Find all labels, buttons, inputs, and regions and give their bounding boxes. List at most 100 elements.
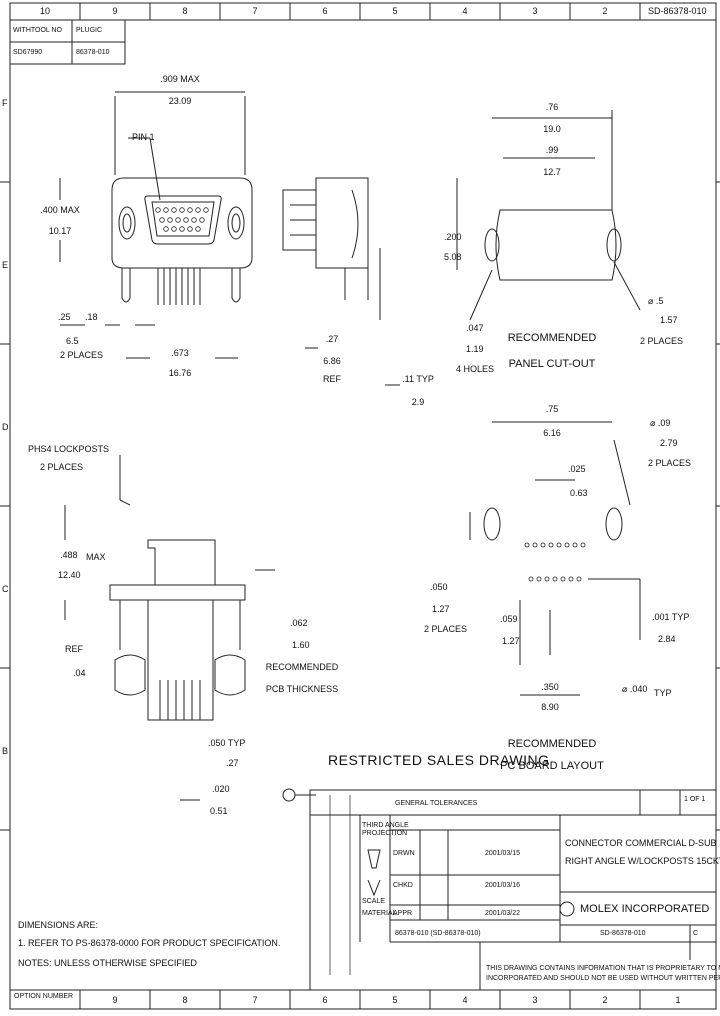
zone-letter-b: B — [2, 746, 9, 756]
pcb-hole-d: ⌀ .040 — [622, 684, 648, 694]
dim-height: .400 MAX — [40, 205, 80, 215]
angle-symbol — [367, 879, 381, 897]
side-pin-mm: 0.51 — [210, 806, 228, 816]
panel-cutout — [456, 110, 641, 321]
top-block-r1c2: PLUGIC — [76, 27, 103, 34]
zone-bottom-6: 6 — [322, 995, 328, 1005]
tb-material: MATERIAL — [362, 910, 397, 917]
rec-panel-title1: RECOMMENDED — [507, 332, 597, 344]
dim-width-mid-mm: 16.76 — [168, 368, 192, 378]
dim-ref: REF — [323, 374, 341, 384]
pcb-layout — [469, 421, 641, 696]
pcb-layout-title1: RECOMMENDED — [507, 738, 597, 750]
zone-top-3: 3 — [532, 6, 538, 16]
side-ref2: .04 — [73, 668, 86, 678]
tb-sheet: 1 OF 1 — [684, 796, 706, 803]
tb-date1: 2001/03/15 — [485, 850, 521, 857]
pcb-row2: .059 — [500, 614, 518, 624]
zone-bottom-5: 5 — [392, 995, 398, 1005]
dim-overall-width-mm: 23.09 — [168, 96, 192, 106]
option-number-tag: OPTION NUMBER — [14, 993, 74, 1000]
tb-date2: 2001/03/16 — [485, 882, 521, 889]
pin1-label: PIN 1 — [132, 132, 155, 142]
tb-copyright1: THIS DRAWING CONTAINS INFORMATION THAT I… — [486, 965, 720, 972]
pcb-width-mm: 6.16 — [543, 428, 561, 438]
dim-tail-mm: 6.86 — [323, 356, 341, 366]
pcb-spacing: .025 — [568, 464, 586, 474]
zone-top-5: 5 — [392, 6, 398, 16]
zone-bottom-2: 2 — [602, 995, 608, 1005]
pcb-spacing-mm: 0.63 — [570, 488, 588, 498]
zone-bottom-4: 4 — [462, 995, 468, 1005]
top-block-r2c1: SD67990 — [13, 49, 43, 56]
tb-general-tol: GENERAL TOLERANCES — [395, 800, 478, 807]
dim-hole: .047 — [466, 323, 484, 333]
zone-letter-f: F — [2, 98, 8, 108]
zone-top-9: 9 — [112, 6, 118, 16]
pcb-diam: ⌀ .09 — [650, 418, 671, 428]
top-block-r1c1: WITHTOOL NO — [13, 27, 62, 34]
side-mtg-mm: .27 — [226, 758, 239, 768]
zone-top-10: 10 — [39, 6, 51, 16]
front-view — [59, 91, 253, 359]
tb-third-angle: THIRD ANGLE — [362, 822, 409, 829]
tb-desc2: RIGHT ANGLE W/LOCKPOSTS 15CKT — [565, 856, 720, 866]
drawing-number-tag: SD-86378-010 — [648, 6, 707, 16]
pcb-row-mm: 1.27 — [432, 604, 450, 614]
tb-chkd: CHKD — [393, 882, 413, 889]
dim-panel-wc: .99 — [545, 145, 559, 155]
dim-spacing-left: .25 — [58, 312, 71, 322]
tb-size: C — [693, 930, 699, 937]
side-height: .488 — [60, 550, 78, 560]
pcb-diam-mm: 2.79 — [660, 438, 678, 448]
side-pin: .020 — [212, 784, 230, 794]
tb-desc1: CONNECTOR COMMERCIAL D-SUB — [565, 838, 717, 848]
zone-letter-e: E — [2, 260, 9, 270]
rec-panel-title2: PANEL CUT-OUT — [508, 358, 596, 370]
pcb-holes: 2 PLACES — [424, 624, 468, 634]
zone-bottom-7: 7 — [252, 995, 258, 1005]
dim-diam: ⌀ .5 — [648, 296, 664, 306]
dim-spacing-left-mm: 6.5 — [66, 336, 79, 346]
side-pcb: .062 — [290, 618, 308, 628]
dim-panel-w-mm: 19.0 — [543, 124, 561, 134]
side-mtg: .050 TYP — [208, 738, 246, 748]
dim-places-2b: 2 PLACES — [640, 336, 684, 346]
dim-overall-width: .909 MAX — [160, 74, 200, 84]
notes-dim: DIMENSIONS ARE: — [18, 920, 99, 930]
dim-width-mid: .673 — [171, 348, 189, 358]
pcb-width: .75 — [545, 404, 559, 414]
tb-appr: APPR — [393, 910, 413, 917]
top-block-r2c2: 86378-010 — [76, 49, 110, 56]
pcb-typ-mm: 2.84 — [658, 634, 676, 644]
locknut-label: PHS4 LOCKPOSTS — [28, 444, 110, 454]
dim-panel-wc-mm: 12.7 — [543, 167, 561, 177]
zone-top-4: 4 — [462, 6, 468, 16]
tb-company: MOLEX INCORPORATED — [580, 903, 710, 915]
pcb-places: 2 PLACES — [648, 458, 692, 468]
tb-copyright2: INCORPORATED AND SHOULD NOT BE USED WITH… — [486, 975, 720, 982]
zone-letter-d: D — [2, 422, 9, 432]
pcb-row: .050 — [430, 582, 448, 592]
dim-spacing-left2: .18 — [85, 312, 98, 322]
side-max: MAX — [86, 552, 106, 562]
side-ref: REF — [65, 644, 83, 654]
pcb-hole-d2: TYP — [654, 688, 672, 698]
side-height-mm: 12.40 — [58, 570, 81, 580]
zone-letter-c: C — [2, 584, 9, 594]
side-view-top — [282, 177, 400, 386]
dim-panel-h: .200 — [444, 232, 462, 242]
zone-bottom-9: 9 — [112, 995, 118, 1005]
tb-product-no: 86378-010 (SD-86378-010) — [395, 930, 481, 937]
dim-tail: .27 — [325, 334, 339, 344]
dim-thick: .11 TYP — [402, 374, 434, 384]
side-rec-board: RECOMMENDED — [265, 662, 339, 672]
dim-hole-mm: 1.19 — [466, 344, 484, 354]
zone-top-2: 2 — [602, 6, 608, 16]
dim-diam-mm: 1.57 — [660, 315, 678, 325]
zone-bottom-1: 1 — [675, 995, 681, 1005]
zone-bottom-3: 3 — [532, 995, 538, 1005]
pcb-layout-title2: PC BOARD LAYOUT — [500, 760, 604, 772]
